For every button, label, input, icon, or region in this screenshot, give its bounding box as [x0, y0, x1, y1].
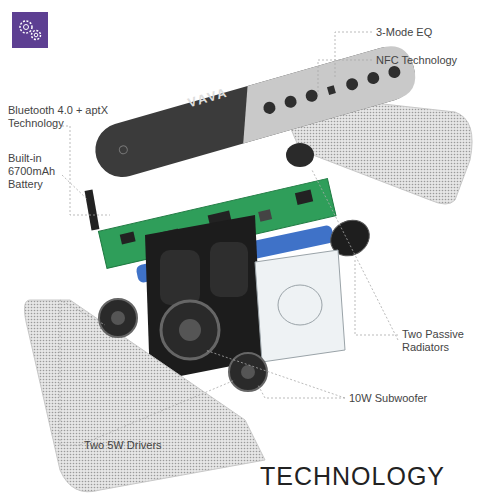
transparent-chamber: [255, 250, 345, 362]
leader-lines: [60, 32, 398, 445]
callout-label: 3-Mode EQ: [376, 26, 486, 39]
callout-label: Two Passive Radiators: [402, 328, 472, 354]
driver: [99, 299, 137, 337]
page-title: TECHNOLOGY: [260, 462, 445, 490]
subwoofer: [161, 301, 219, 359]
driver: [229, 353, 267, 391]
passive-radiator: [286, 143, 314, 167]
callout-label: Built-in 6700mAh Battery: [8, 152, 68, 191]
callout-label: NFC Technology: [376, 54, 486, 67]
callout-label: 10W Subwoofer: [349, 392, 449, 405]
callout-label: Bluetooth 4.0 + aptX Technology: [8, 104, 120, 130]
gear-icon: [12, 12, 48, 48]
front-grille: [24, 300, 265, 492]
top-panel: [89, 41, 421, 184]
side-bar: [85, 190, 100, 231]
callout-label: Two 5W Drivers: [84, 439, 184, 452]
